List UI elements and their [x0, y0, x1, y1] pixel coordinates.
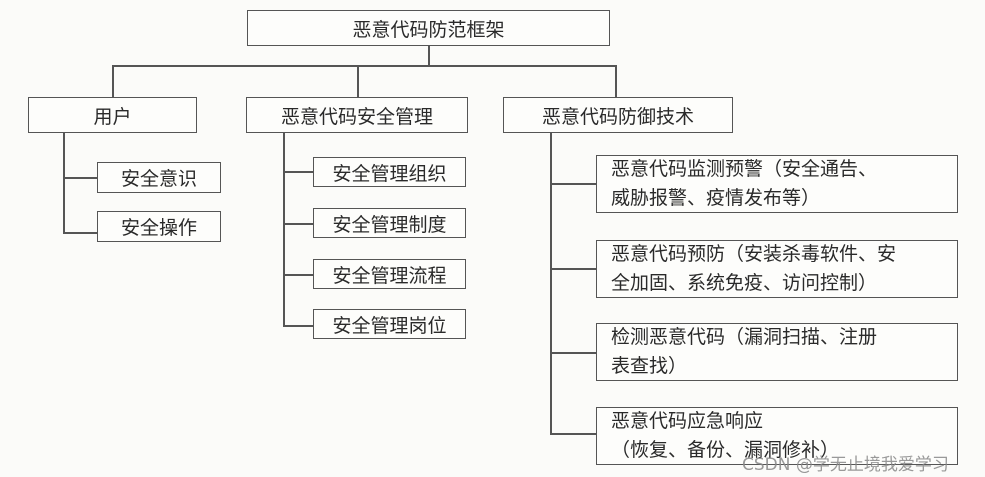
- connector: [357, 65, 359, 97]
- node-mgmt-process: 安全管理流程: [313, 259, 466, 289]
- node-mgmt-position: 安全管理岗位: [313, 309, 466, 339]
- connector: [63, 177, 97, 179]
- node-text-line: 检测恶意代码（漏洞扫描、注册: [611, 326, 878, 348]
- node-emergency-response: 恶意代码应急响应 （恢复、备份、漏洞修补）: [596, 407, 958, 465]
- connector: [550, 268, 596, 270]
- connector: [550, 352, 596, 354]
- watermark: CSDN @学无止境我爱学习: [742, 455, 949, 475]
- node-defense-tech: 恶意代码防御技术: [503, 97, 733, 133]
- connector: [550, 183, 596, 185]
- node-mgmt-organization: 安全管理组织: [313, 157, 466, 187]
- connector: [283, 325, 313, 327]
- connector: [283, 223, 313, 225]
- connector: [550, 133, 552, 434]
- node-monitoring-warning: 恶意代码监测预警（安全通告、 威胁报警、疫情发布等）: [596, 155, 958, 213]
- node-text-line: 恶意代码应急响应: [611, 410, 764, 432]
- node-text-line: 全加固、系统免疫、访问控制）: [611, 272, 878, 294]
- connector: [63, 133, 65, 233]
- node-text-line: 恶意代码监测预警（安全通告、: [611, 158, 878, 180]
- node-text-line: 恶意代码预防（安装杀毒软件、安: [611, 243, 897, 265]
- node-text-line: 威胁报警、疫情发布等）: [611, 187, 821, 209]
- connector: [112, 65, 616, 67]
- node-detection: 检测恶意代码（漏洞扫描、注册 表查找）: [596, 323, 958, 381]
- node-mgmt-policy: 安全管理制度: [313, 208, 466, 238]
- node-prevention: 恶意代码预防（安装杀毒软件、安 全加固、系统免疫、访问控制）: [596, 240, 958, 298]
- connector: [283, 171, 313, 173]
- node-security-operation: 安全操作: [97, 211, 221, 242]
- node-security-awareness: 安全意识: [97, 162, 221, 193]
- node-text-line: （恢复、备份、漏洞修补）: [611, 439, 840, 461]
- connector: [615, 65, 617, 97]
- connector: [63, 232, 97, 234]
- connector: [428, 45, 430, 66]
- node-text-line: 表查找）: [611, 355, 688, 377]
- connector: [550, 433, 596, 435]
- node-security-management: 恶意代码安全管理: [246, 97, 468, 133]
- connector: [112, 65, 114, 97]
- root-node: 恶意代码防范框架: [247, 10, 610, 46]
- node-user: 用户: [28, 97, 197, 133]
- connector: [283, 133, 285, 326]
- connector: [283, 274, 313, 276]
